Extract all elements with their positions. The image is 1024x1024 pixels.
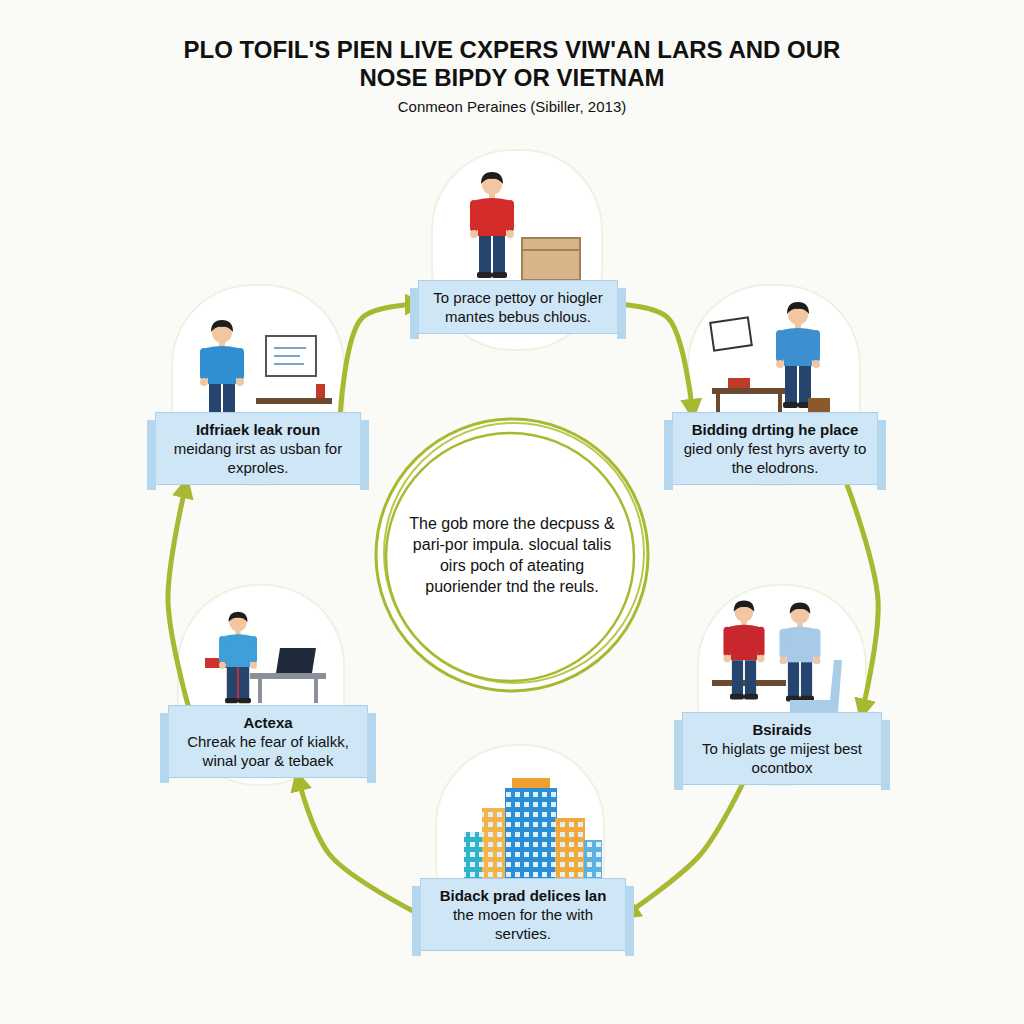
step-heading: Bidding drting he place <box>683 420 867 439</box>
desk-leg <box>258 679 262 703</box>
step-text: To higlats ge mijest best ocontbox <box>693 739 871 777</box>
desk-item <box>728 378 750 388</box>
cycle-arrow <box>847 485 878 712</box>
subtitle: Conmeon Peraines (Sibiller, 2013) <box>262 98 762 115</box>
city-buildings <box>464 778 602 880</box>
step-banner: Bidding drting he placegied only fest hy… <box>672 412 878 485</box>
desk-leg <box>778 394 782 412</box>
step-text: gied only fest hyrs averty to the elodro… <box>683 439 867 477</box>
step-text: Chreak he fear of kialkk, winal yoar & t… <box>179 732 357 770</box>
desk <box>256 398 332 404</box>
step-heading: Idfriaek leak roun <box>166 420 350 439</box>
step-banner: Bidack prad delices lanthe moen for the … <box>420 878 626 951</box>
cycle-arrow <box>168 485 188 705</box>
dome-backdrop <box>172 150 866 945</box>
ring <box>386 433 634 681</box>
desk-leg <box>314 679 318 703</box>
person-figure <box>470 172 514 278</box>
step-heading: Bsiraids <box>693 720 871 739</box>
step-text: To prace pettoy or hiogler mantes bebus … <box>429 288 607 326</box>
chair <box>790 660 842 712</box>
cycle-arrow <box>626 785 742 915</box>
person-figure <box>779 603 820 702</box>
step-banner: BsiraidsTo higlats ge mijest best ocontb… <box>682 712 882 785</box>
tablet-icon <box>710 317 752 350</box>
crate-lid <box>522 249 580 251</box>
desk <box>250 673 326 679</box>
desk <box>712 388 786 394</box>
screen-icon <box>266 336 316 376</box>
desk-leg <box>716 394 720 412</box>
ring <box>384 423 644 683</box>
screen-lines <box>274 348 306 364</box>
person-figure <box>723 601 764 700</box>
cycle-arrow <box>340 304 418 412</box>
step-text: the moen for the with servties. <box>431 905 615 943</box>
step-heading: Bidack prad delices lan <box>431 886 615 905</box>
person-figure <box>200 320 244 426</box>
person-figure <box>219 612 257 704</box>
cycle-arrow <box>298 778 420 915</box>
step-text: meidang irst as usban for exproles. <box>166 439 350 477</box>
laptop-icon <box>276 648 316 673</box>
step-banner: To prace pettoy or hiogler mantes bebus … <box>418 280 618 334</box>
cup-icon <box>316 384 325 398</box>
cycle-arrow <box>618 304 693 412</box>
ring <box>376 419 648 691</box>
step-banner: Idfriaek leak rounmeidang irst as usban … <box>155 412 361 485</box>
center-circle: The gob more the decpuss & pari-por impu… <box>372 415 652 695</box>
crate-icon <box>522 238 580 280</box>
person-figure <box>776 302 820 408</box>
diagram-title: PLO TOFIL'S PIEN LIVE CXPERS VIW'AN LARS… <box>152 36 872 92</box>
step-text: The gob more the decpuss & pari-por impu… <box>406 513 618 597</box>
step-banner: ActexaChreak he fear of kialkk, winal yo… <box>168 705 368 778</box>
circle-rings <box>372 415 652 695</box>
step-heading: Actexa <box>179 713 357 732</box>
